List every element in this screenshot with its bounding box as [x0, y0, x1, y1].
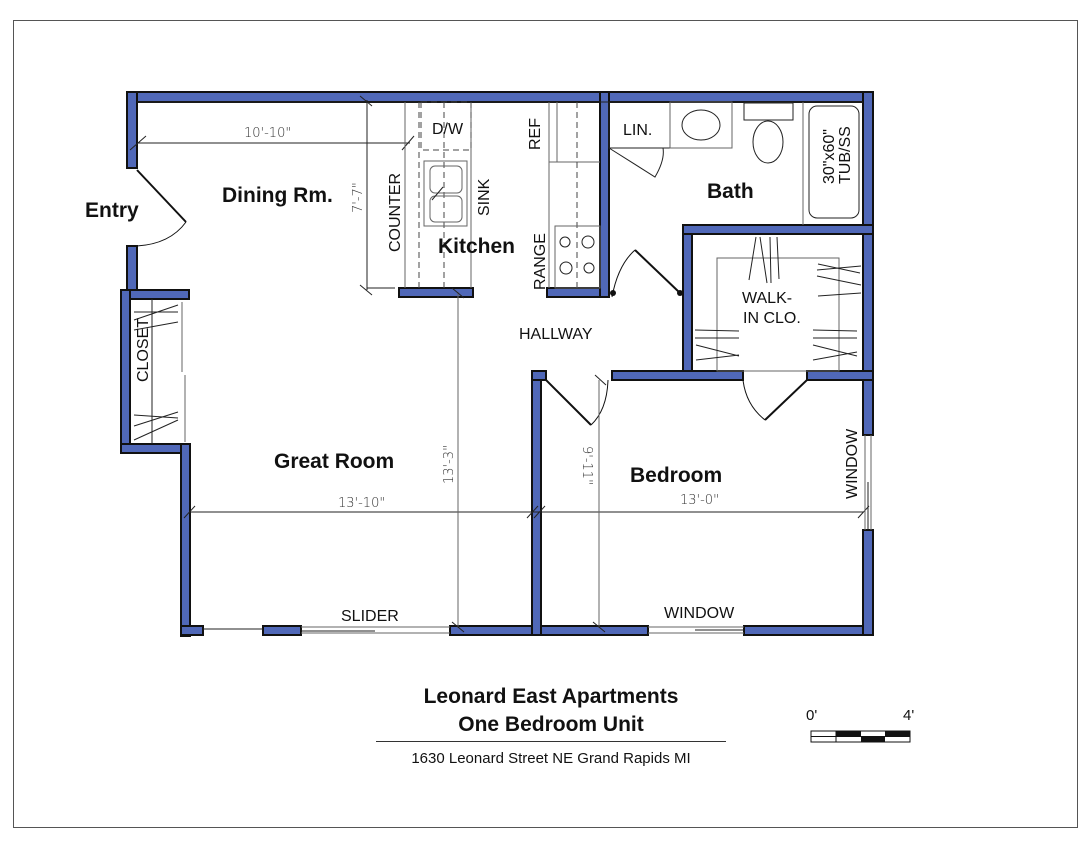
walls [120, 91, 874, 637]
bath-fixtures [608, 101, 860, 225]
scale-end-label: 4' [903, 707, 915, 724]
dining-dimension-lines [129, 95, 415, 296]
dim-bedroom-depth: 9'-11" [579, 446, 594, 485]
label-slider: SLIDER [341, 608, 399, 625]
closet-fixtures [133, 299, 186, 444]
label-ref: REF [527, 118, 544, 150]
drawing-border [13, 20, 1078, 828]
title-divider [376, 741, 726, 742]
room-label-bath: Bath [707, 180, 754, 203]
dim-dining-width: 10'-10" [244, 126, 291, 141]
room-label-great-room: Great Room [274, 450, 394, 473]
dim-great-room-width: 13'-10" [338, 496, 385, 511]
room-label-kitchen: Kitchen [438, 235, 515, 258]
main-dimension-lines [183, 287, 870, 633]
label-sink: SINK [476, 178, 493, 216]
bedroom-door [545, 374, 609, 426]
room-label-dining: Dining Rm. [222, 184, 333, 207]
dim-great-room-depth: 13'-3" [442, 445, 457, 484]
right-window [864, 435, 872, 530]
entry-door [136, 169, 187, 247]
scale-bar [810, 730, 911, 743]
label-window-bottom: WINDOW [664, 605, 735, 622]
plan-subtitle: One Bedroom Unit [458, 713, 644, 736]
slider-door [203, 626, 450, 634]
label-window-right: WINDOW [844, 428, 861, 499]
label-range: RANGE [532, 233, 549, 290]
label-hallway: HALLWAY [519, 326, 593, 343]
kitchen-fixtures [404, 101, 601, 289]
room-label-entry: Entry [85, 199, 139, 222]
room-label-bedroom: Bedroom [630, 464, 722, 487]
scale-start-label: 0' [806, 707, 818, 724]
label-counter: COUNTER [387, 173, 404, 252]
bath-door [610, 249, 683, 298]
plan-address: 1630 Leonard Street NE Grand Rapids MI [411, 750, 691, 767]
bottom-window [648, 626, 744, 634]
label-walkin-line1: WALK- [742, 290, 792, 307]
dim-dining-depth: 7'-7" [351, 182, 366, 213]
label-closet: CLOSET [135, 318, 152, 382]
label-linen: LIN. [623, 122, 652, 139]
plan-title: Leonard East Apartments [423, 685, 679, 708]
walkin-closet-fixtures [694, 236, 862, 421]
label-tub-size: 30"x60" [821, 129, 838, 184]
label-walkin-line2: IN CLO. [743, 310, 801, 327]
label-dishwasher: D/W [432, 121, 464, 138]
label-tub-type: TUB/SS [837, 126, 854, 184]
dim-bedroom-width: 13'-0" [680, 493, 719, 508]
